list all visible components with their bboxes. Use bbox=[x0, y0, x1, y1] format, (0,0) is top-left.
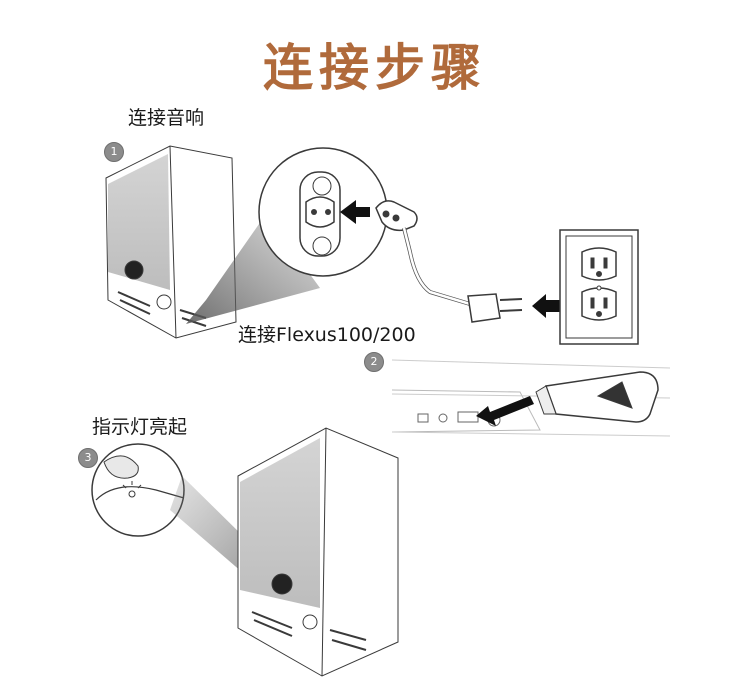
step-3-label: 指示灯亮起 bbox=[92, 416, 188, 438]
arrow-into-outlet-icon bbox=[532, 294, 560, 318]
zoom-power-inlet bbox=[258, 147, 388, 277]
step-1-badge: 1 bbox=[104, 142, 124, 162]
step-3-badge: 3 bbox=[78, 448, 98, 468]
zoom-indicator-light bbox=[91, 443, 185, 537]
page-title: 连接步骤 bbox=[263, 39, 487, 97]
usb-stick bbox=[535, 371, 659, 423]
step-2-badge: 2 bbox=[364, 352, 384, 372]
speaker-1 bbox=[105, 145, 237, 339]
step-2-label: 连接Flexus100/200 bbox=[238, 324, 416, 346]
speaker-3-logo bbox=[271, 573, 293, 595]
arrow-into-inlet-icon bbox=[340, 200, 370, 224]
power-cord bbox=[375, 200, 523, 323]
arrow-into-usb-port-icon bbox=[476, 396, 534, 426]
wall-outlet bbox=[559, 229, 639, 345]
speaker-3 bbox=[237, 427, 399, 677]
step-1-label: 连接音响 bbox=[128, 107, 205, 129]
zoom-beam-1 bbox=[186, 214, 320, 324]
speaker-1-logo bbox=[124, 260, 144, 280]
